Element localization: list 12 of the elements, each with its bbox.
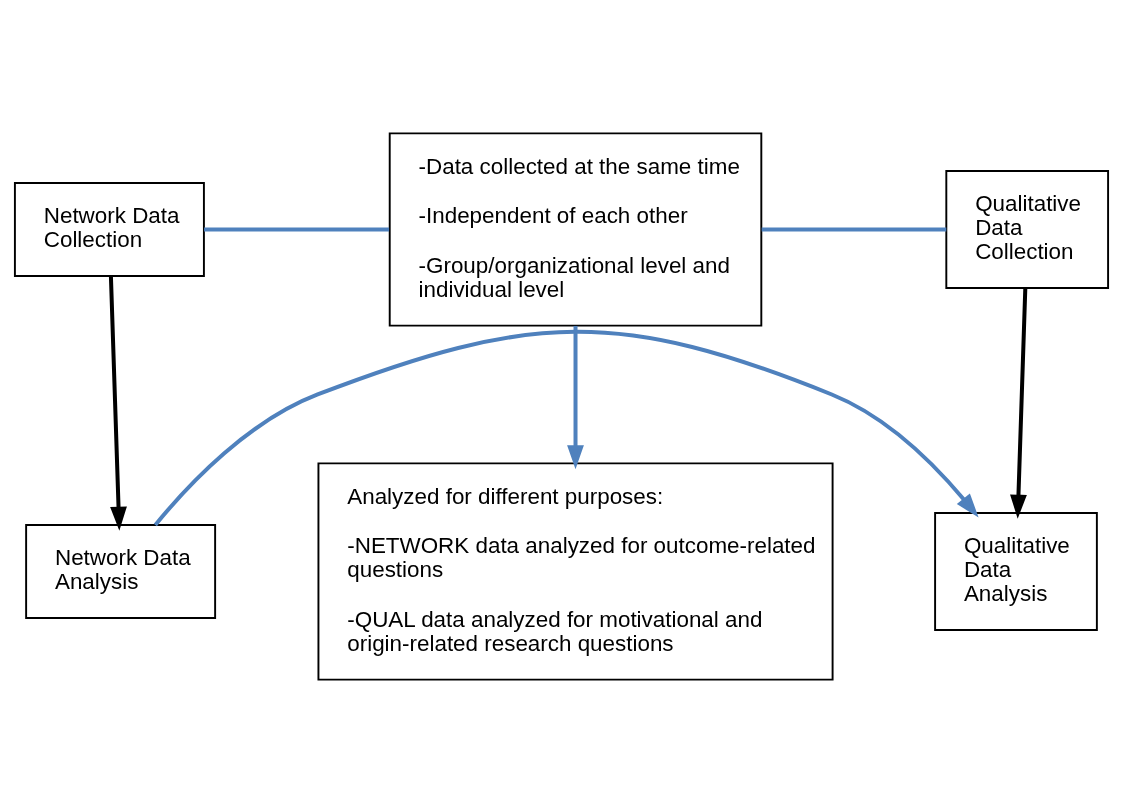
node-box: Qualitative Data Analysis [934,511,1098,631]
node-box: -Data collected at the same time -Independent of each other -Group/organizational level and individual level [388,131,763,327]
arrow [567,325,584,469]
node-box: Analyzed for different purposes: -NETWORK data analyzed for outcome-related questions -QUAL data analyzed for motivational and origin-related research questions [317,461,834,681]
arrow [1010,288,1028,519]
connector [761,227,947,231]
node-box: Network Data Analysis [25,523,217,619]
node-box: Qualitative Data Collection [945,169,1110,289]
connector [204,227,390,231]
arrow [153,329,979,526]
node-box: Network Data Collection [13,181,205,277]
arrow [108,275,127,531]
